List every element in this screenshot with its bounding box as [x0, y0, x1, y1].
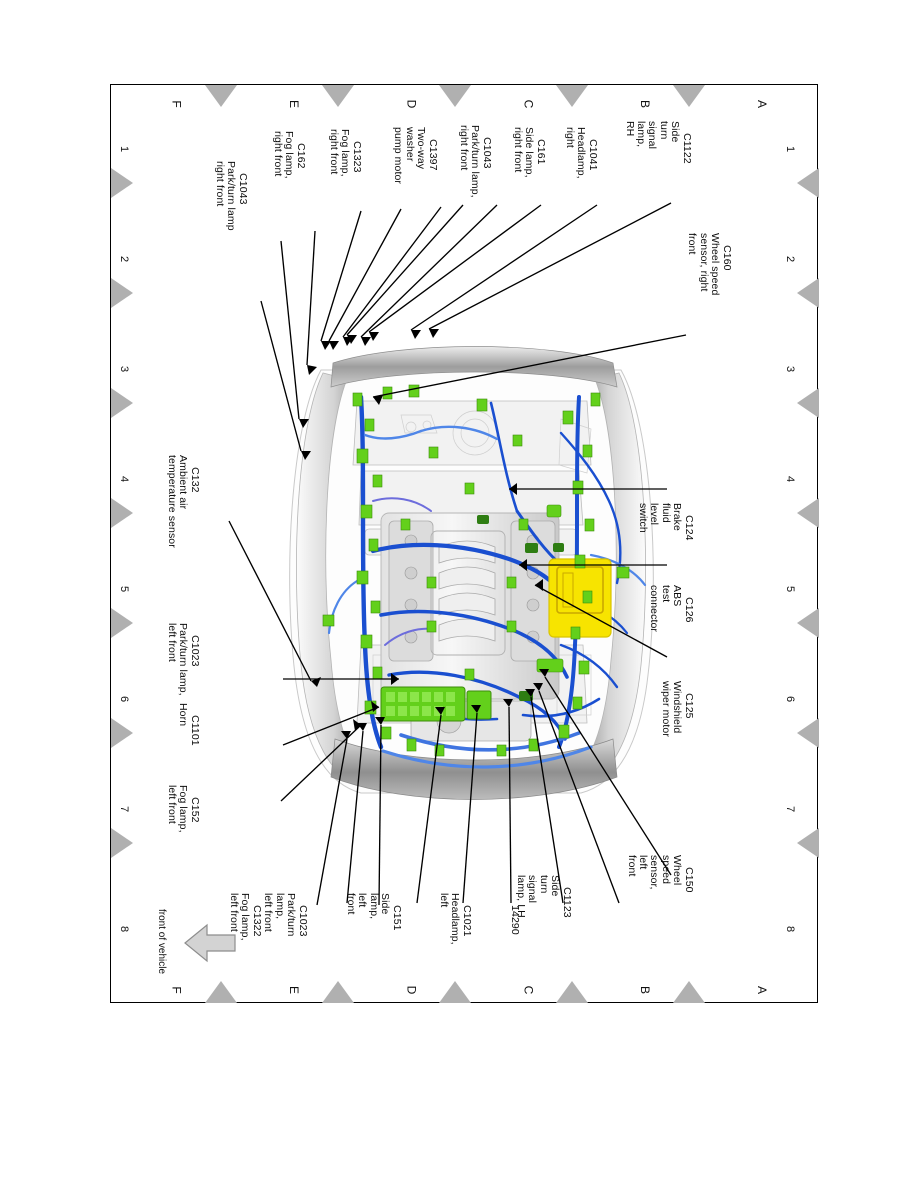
callout-c1043-right-2: C1043 Park/turn lamp right front — [213, 161, 249, 231]
row-number-2-right: 2 — [784, 255, 797, 263]
ruler-marker-left — [111, 718, 133, 748]
row-number-5-right: 5 — [784, 585, 797, 593]
row-number-7-right: 7 — [784, 805, 797, 813]
callout-c152: C152 Fog lamp, left front — [165, 785, 201, 833]
column-letter-f: F — [169, 100, 184, 108]
ruler-marker-left — [111, 498, 133, 528]
callout-c161: C161 Side lamp, right front — [511, 127, 547, 178]
ruler-marker-right — [797, 498, 819, 528]
callout-c1041: C1041 Headlamp, right — [563, 127, 599, 179]
ruler-marker-bottom — [205, 981, 237, 1003]
ruler-marker-bottom — [439, 981, 471, 1003]
column-letter-e-bottom: E — [287, 985, 302, 995]
callout-c1043-right: C1043 Park/turn lamp, right front — [457, 125, 493, 198]
column-letter-d-bottom: D — [404, 985, 419, 995]
row-number-6: 6 — [118, 695, 131, 703]
ruler-marker-left — [111, 608, 133, 638]
callout-c1123: C1123 Side turn signal lamp, LH — [514, 875, 573, 918]
callout-c160: C160 Wheel speed sensor, right front — [686, 233, 733, 296]
row-number-3-right: 3 — [784, 365, 797, 373]
front-of-vehicle-label: front of vehicle — [156, 909, 167, 975]
row-number-8: 8 — [118, 925, 131, 933]
ruler-marker-left — [111, 168, 133, 198]
ruler-marker-left — [111, 278, 133, 308]
engine-compartment-illustration — [261, 315, 681, 815]
callout-c162: C162 Fog lamp, right front — [271, 131, 307, 179]
callout-c150: C150 Wheel speed sensor, left front — [625, 855, 695, 893]
row-number-5: 5 — [118, 585, 131, 593]
row-number-4: 4 — [118, 475, 131, 483]
row-number-4-right: 4 — [784, 475, 797, 483]
ruler-marker-right — [797, 608, 819, 638]
ruler-marker-top — [673, 85, 705, 107]
row-number-8-right: 8 — [784, 925, 797, 933]
ruler-marker-right — [797, 718, 819, 748]
callout-c1397: C1397 Two-way washer pump motor — [392, 127, 439, 185]
row-number-7: 7 — [118, 805, 131, 813]
callout-c1021: C1021 Headlamp, left — [437, 893, 473, 945]
ruler-marker-top — [322, 85, 354, 107]
front-of-vehicle-indicator: front of vehicle — [155, 905, 236, 985]
ruler-marker-bottom — [322, 981, 354, 1003]
ruler-marker-top — [439, 85, 471, 107]
callout-c1122: C1122 Side turn signal lamp, RH — [623, 121, 693, 164]
row-number-2: 2 — [118, 255, 131, 263]
ruler-marker-right — [797, 388, 819, 418]
ruler-marker-top — [556, 85, 588, 107]
drawing-sheet: F E D C B A F E D C B A 1 2 3 4 5 6 7 8 — [110, 84, 819, 1003]
callout-c126: C126 ABS test connector — [648, 585, 695, 633]
ruler-marker-left — [111, 828, 133, 858]
callout-c1023-left: C1023 Park/turn lamp, left front — [165, 623, 201, 696]
column-letter-c-bottom: C — [521, 985, 536, 995]
column-letter-a: A — [755, 99, 770, 109]
ruler-marker-top — [205, 85, 237, 107]
row-number-1-right: 1 — [784, 145, 797, 153]
column-letter-c: C — [521, 99, 536, 109]
callout-c151: C151 Side lamp, left front — [344, 893, 403, 931]
callout-c124: C124 Brake fluid level switch — [636, 503, 695, 541]
callout-c132: C132 Ambient air temperature sensor — [165, 455, 201, 548]
ruler-marker-right — [797, 278, 819, 308]
row-number-6-right: 6 — [784, 695, 797, 703]
ruler-marker-bottom — [673, 981, 705, 1003]
callout-c1323: C1323 Fog lamp, right front — [327, 129, 363, 177]
ruler-marker-left — [111, 388, 133, 418]
direction-arrow-icon — [184, 923, 236, 963]
column-letter-d: D — [404, 99, 419, 109]
ruler-marker-right — [797, 168, 819, 198]
callout-c125: C125 Windshield wiper motor — [659, 681, 695, 737]
row-number-1: 1 — [118, 145, 131, 153]
column-letter-f-bottom: F — [169, 986, 184, 994]
column-letter-b-bottom: B — [638, 985, 653, 995]
column-letter-a-bottom: A — [755, 985, 770, 995]
callout-c1101: C1101 Horn — [177, 703, 201, 746]
ruler-marker-right — [797, 828, 819, 858]
column-letter-b: B — [638, 99, 653, 109]
ruler-marker-bottom — [556, 981, 588, 1003]
column-letter-e: E — [287, 99, 302, 109]
callout-c1023-left-2: C1023 Park/turn lamp, left front — [262, 893, 309, 937]
row-number-3: 3 — [118, 365, 131, 373]
